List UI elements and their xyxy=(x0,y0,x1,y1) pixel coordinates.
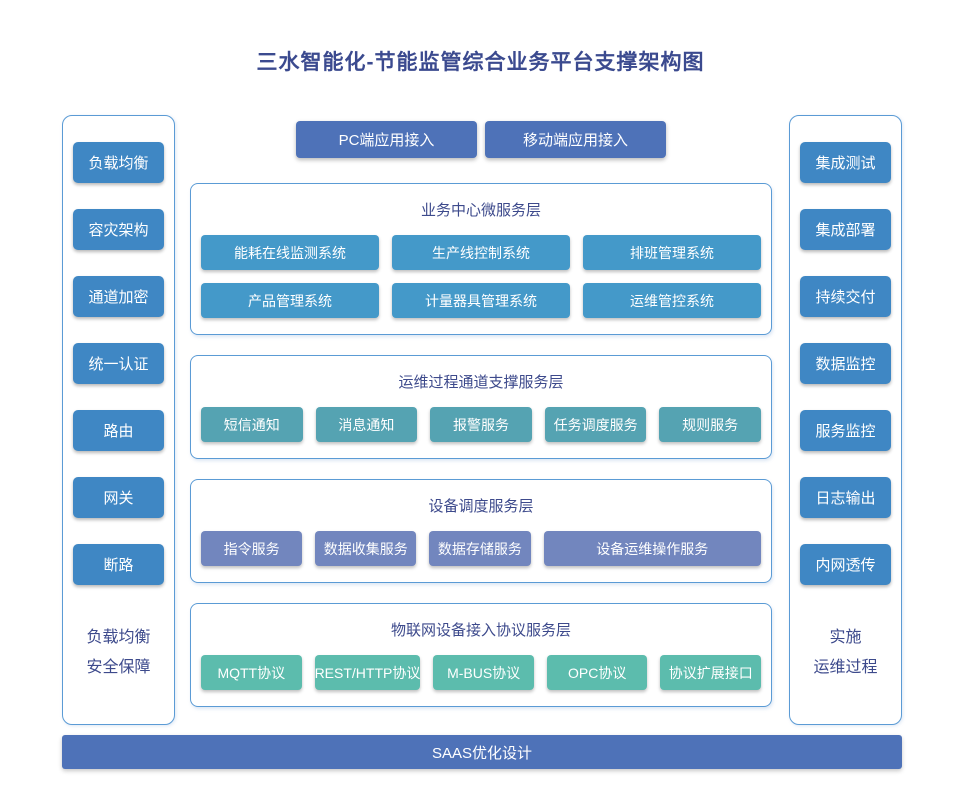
box-data-storage-service: 数据存储服务 xyxy=(429,531,531,566)
layer-row: 产品管理系统 计量器具管理系统 运维管控系统 xyxy=(201,283,761,318)
box-continuous-delivery: 持续交付 xyxy=(800,276,891,317)
left-panel-caption: 负载均衡 安全保障 xyxy=(86,623,150,683)
box-service-monitoring: 服务监控 xyxy=(800,410,891,451)
layer-ops-channel-support: 运维过程通道支撑服务层 短信通知 消息通知 报警服务 任务调度服务 规则服务 xyxy=(190,355,772,459)
layer-row: MQTT协议 REST/HTTP协议 M-BUS协议 OPC协议 协议扩展接口 xyxy=(201,655,762,690)
layer-business-microservices: 业务中心微服务层 能耗在线监测系统 生产线控制系统 排班管理系统 产品管理系统 … xyxy=(190,183,772,335)
layer-iot-protocol-access: 物联网设备接入协议服务层 MQTT协议 REST/HTTP协议 M-BUS协议 … xyxy=(190,603,772,707)
application-access-row: PC端应用接入 移动端应用接入 xyxy=(190,121,772,158)
box-routing: 路由 xyxy=(73,410,164,451)
box-integration-deployment: 集成部署 xyxy=(800,209,891,250)
box-message-notification: 消息通知 xyxy=(315,407,418,442)
left-panel-caption-line-2: 安全保障 xyxy=(86,659,151,676)
left-panel: 负载均衡 容灾架构 通道加密 统一认证 路由 网关 断路 负载均衡 安全保障 xyxy=(62,115,175,725)
box-rest-http-protocol: REST/HTTP协议 xyxy=(314,655,421,690)
box-integration-testing: 集成测试 xyxy=(800,142,891,183)
box-channel-encryption: 通道加密 xyxy=(73,276,164,317)
right-panel-caption-line-1: 实施 xyxy=(829,629,862,646)
box-sms-notification: 短信通知 xyxy=(201,407,303,442)
right-panel-caption-line-2: 运维过程 xyxy=(813,659,878,676)
box-command-service: 指令服务 xyxy=(201,531,303,566)
box-opc-protocol: OPC协议 xyxy=(546,655,648,690)
box-mqtt-protocol: MQTT协议 xyxy=(201,655,302,690)
box-alarm-service: 报警服务 xyxy=(430,407,532,442)
box-intranet-passthrough: 内网透传 xyxy=(800,544,891,585)
box-data-collection-service: 数据收集服务 xyxy=(315,531,417,566)
box-task-scheduling-service: 任务调度服务 xyxy=(544,407,647,442)
box-gateway: 网关 xyxy=(73,477,164,518)
layer-iot-protocol-access-title: 物联网设备接入协议服务层 xyxy=(390,622,571,639)
page-title: 三水智能化-节能监管综合业务平台支撑架构图 xyxy=(256,51,705,74)
box-device-ops-operation-service: 设备运维操作服务 xyxy=(543,531,762,566)
left-panel-caption-line-1: 负载均衡 xyxy=(86,629,151,646)
layer-device-scheduling-title: 设备调度服务层 xyxy=(428,498,534,515)
box-product-management-system: 产品管理系统 xyxy=(201,283,379,318)
layer-device-scheduling: 设备调度服务层 指令服务 数据收集服务 数据存储服务 设备运维操作服务 xyxy=(190,479,772,583)
box-data-monitoring: 数据监控 xyxy=(800,343,891,384)
box-mbus-protocol: M-BUS协议 xyxy=(433,655,534,690)
box-ops-control-system: 运维管控系统 xyxy=(583,283,761,318)
box-metering-instrument-management-system: 计量器具管理系统 xyxy=(392,283,570,318)
box-saas-optimized-design: SAAS优化设计 xyxy=(62,735,902,769)
layer-row: 短信通知 消息通知 报警服务 任务调度服务 规则服务 xyxy=(201,407,761,442)
box-production-line-control-system: 生产线控制系统 xyxy=(392,235,570,270)
box-unified-auth: 统一认证 xyxy=(73,343,164,384)
layer-row: 指令服务 数据收集服务 数据存储服务 设备运维操作服务 xyxy=(201,531,762,566)
box-circuit-break: 断路 xyxy=(73,544,164,585)
box-rule-service: 规则服务 xyxy=(659,407,761,442)
box-mobile-access: 移动端应用接入 xyxy=(485,121,666,158)
layer-business-microservices-title: 业务中心微服务层 xyxy=(420,202,541,219)
box-shift-management-system: 排班管理系统 xyxy=(583,235,761,270)
layer-row: 能耗在线监测系统 生产线控制系统 排班管理系统 xyxy=(201,235,761,270)
layer-ops-channel-support-title: 运维过程通道支撑服务层 xyxy=(398,374,564,391)
right-panel: 集成测试 集成部署 持续交付 数据监控 服务监控 日志输出 内网透传 实施 运维… xyxy=(789,115,902,725)
box-energy-monitoring-system: 能耗在线监测系统 xyxy=(201,235,379,270)
middle-column: PC端应用接入 移动端应用接入 业务中心微服务层 能耗在线监测系统 生产线控制系… xyxy=(190,121,772,727)
right-panel-caption: 实施 运维过程 xyxy=(813,623,877,683)
box-log-output: 日志输出 xyxy=(800,477,891,518)
box-load-balancing: 负载均衡 xyxy=(73,142,164,183)
box-pc-access: PC端应用接入 xyxy=(296,121,477,158)
box-disaster-recovery: 容灾架构 xyxy=(73,209,164,250)
box-protocol-extension-interface: 协议扩展接口 xyxy=(660,655,762,690)
